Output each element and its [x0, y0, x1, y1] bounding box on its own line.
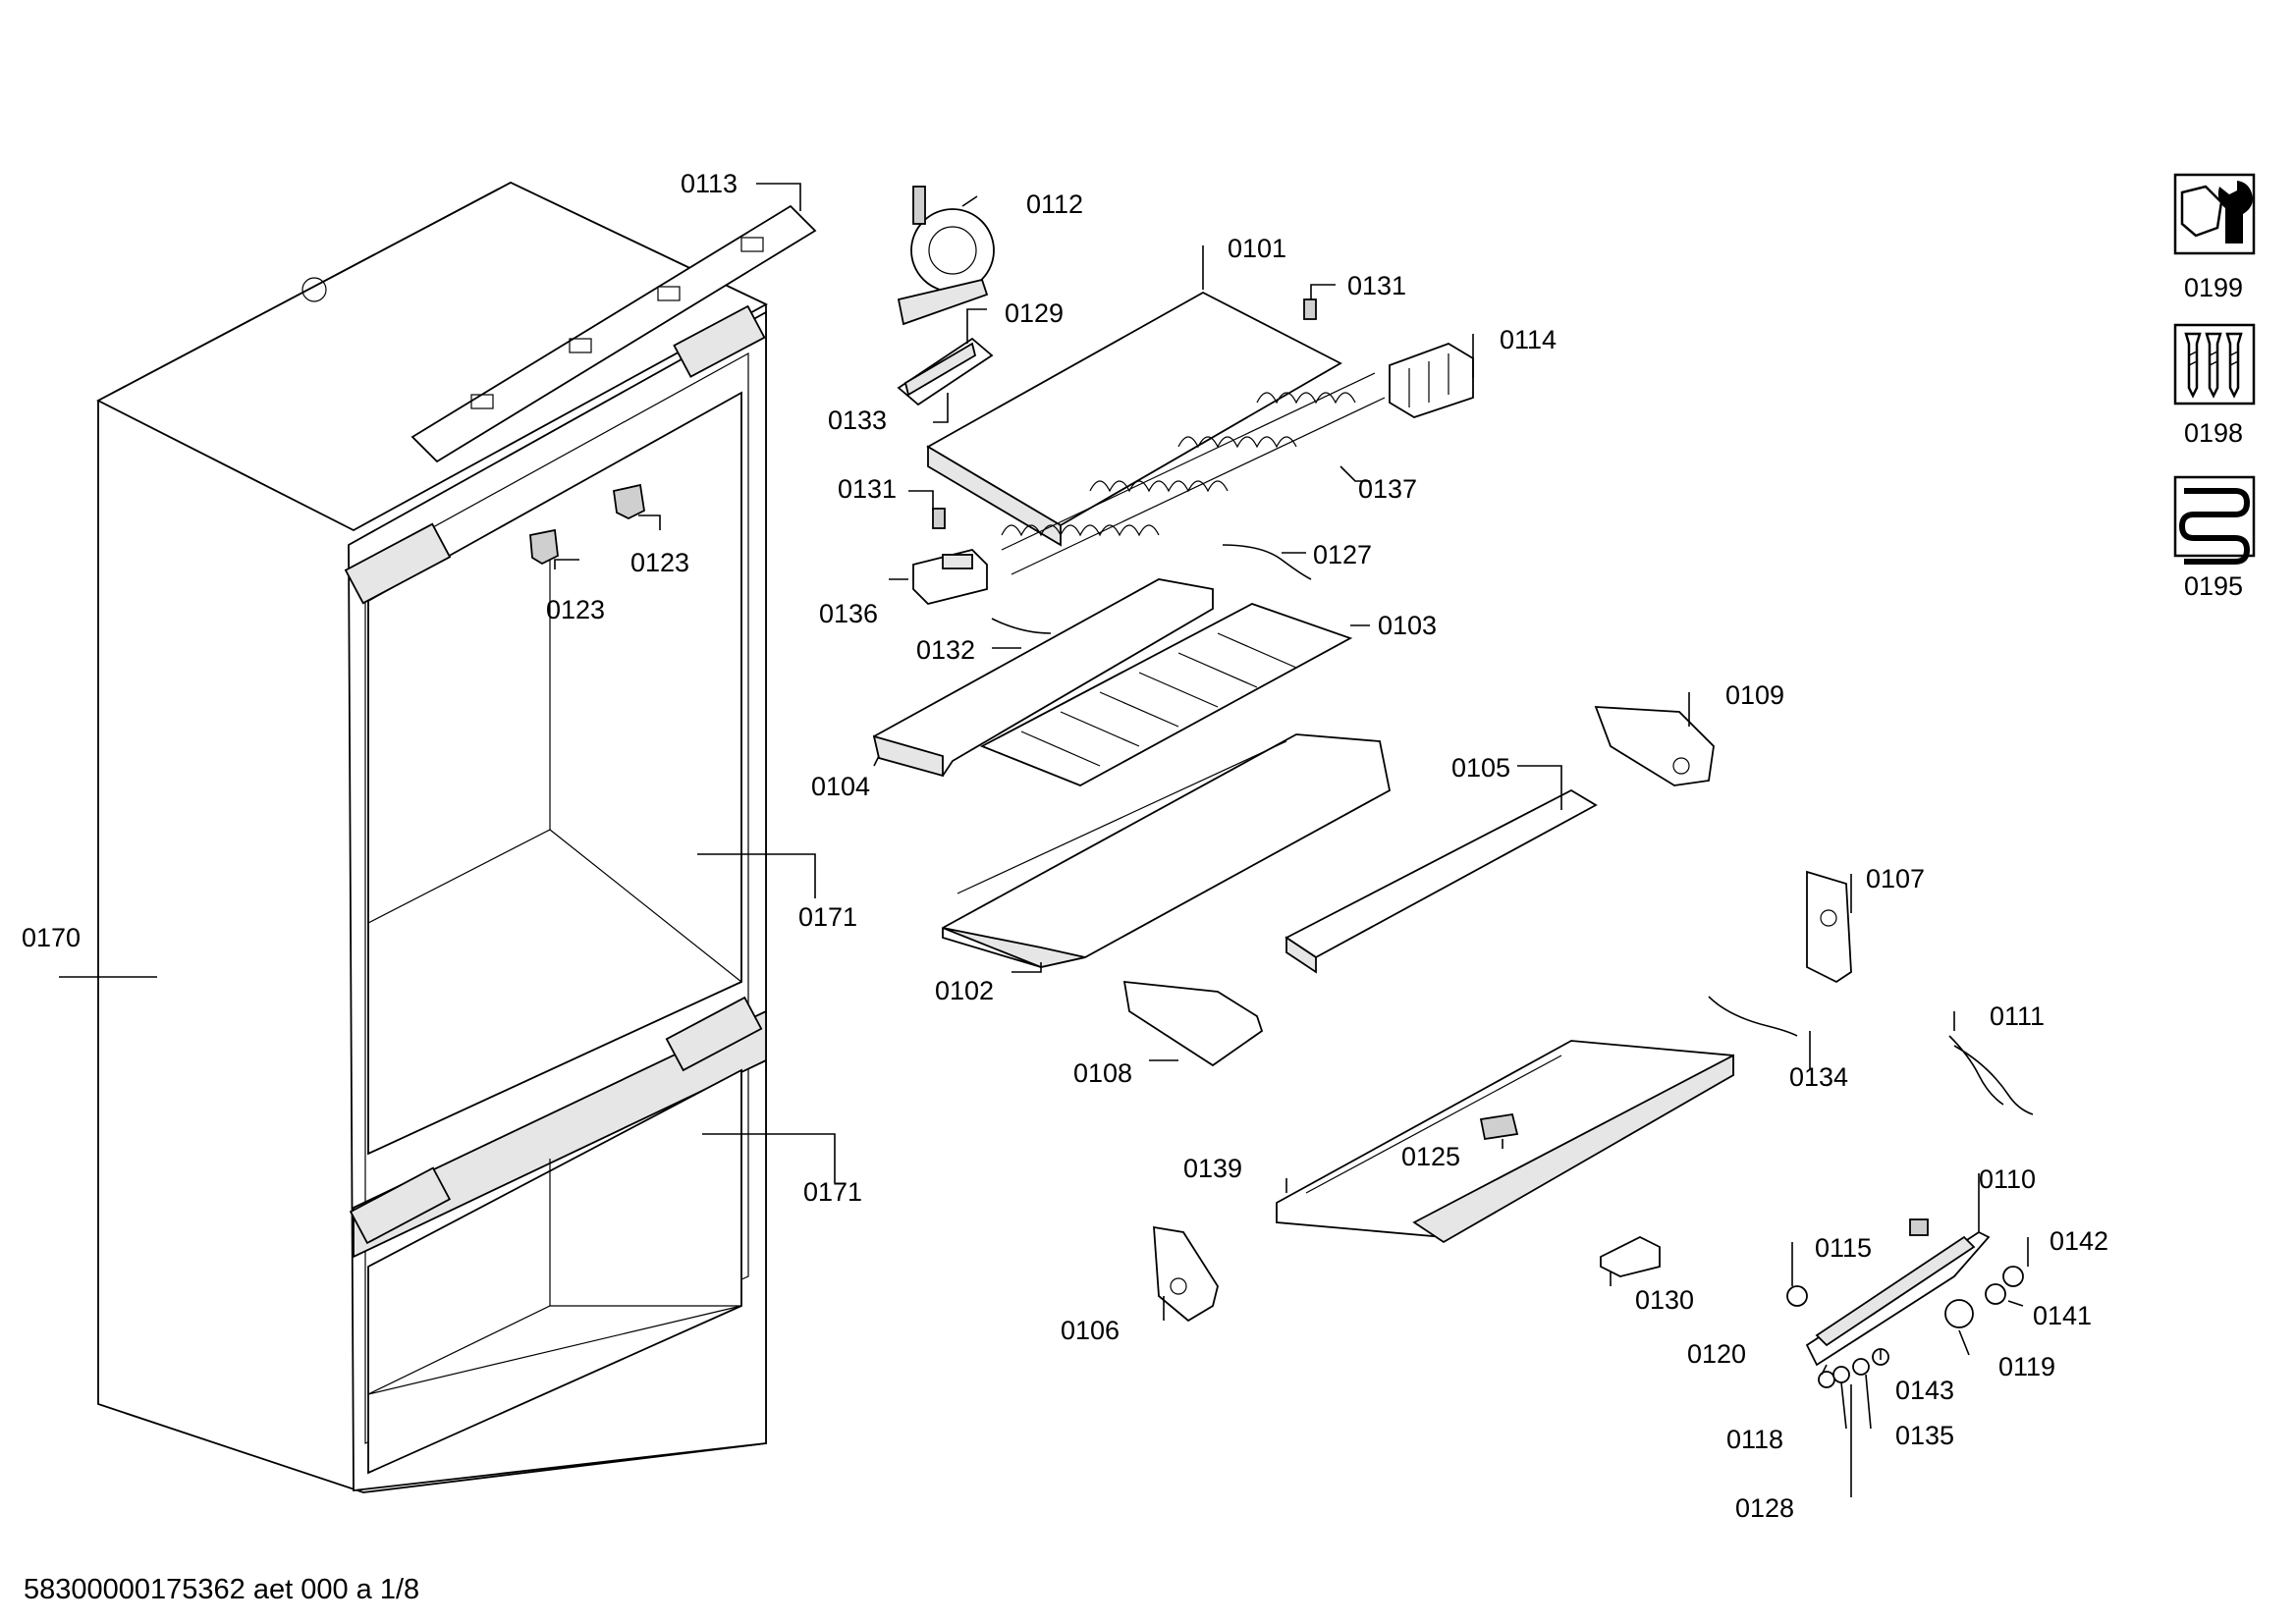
label-0136: 0136: [819, 599, 878, 628]
bracket-0123: [529, 483, 645, 566]
sensor-wires: [991, 544, 2034, 1115]
air-duct-0104: [872, 578, 1214, 778]
label-0114: 0114: [1500, 325, 1557, 354]
leader-lines: [59, 183, 2029, 1497]
label-0101: 0101: [1228, 234, 1286, 263]
label-0109: 0109: [1725, 680, 1784, 710]
label-0113: 0113: [681, 169, 738, 198]
clip-0131: [932, 298, 1317, 529]
rail-0105: [1285, 788, 1598, 974]
label-0103: 0103: [1378, 611, 1437, 640]
legend-code-0199: 0199: [2184, 273, 2243, 302]
evaporator-0101: [926, 291, 1386, 575]
drip-tray-0103: [979, 603, 1353, 786]
control-panel-0110: [1805, 1230, 1991, 1367]
fan-motor-0112: [897, 186, 995, 326]
label-0127: 0127: [1313, 540, 1372, 569]
cabinet-body: [96, 181, 817, 1493]
label-0123: 0123: [630, 548, 689, 577]
document-id-footer: 58300000175362 aet 000 a 1/8: [24, 1574, 420, 1605]
wrench-nut-icon: [2173, 173, 2256, 255]
bracket-0107: [1806, 870, 1852, 984]
label-0143: 0143: [1895, 1376, 1954, 1405]
bracket-0129: [897, 337, 994, 406]
legend: 0199 0198 0195: [2173, 173, 2256, 601]
label-0135: 0135: [1895, 1421, 1954, 1450]
block-0130: [1600, 1235, 1661, 1277]
label-0125: 0125: [1401, 1142, 1460, 1171]
knobs: [1786, 1218, 2024, 1388]
bracket-0106: [1153, 1225, 1219, 1323]
legend-code-0198: 0198: [2184, 418, 2243, 448]
callout-labels: 0113 0112 0101 0131 0114 0129 0133 0131 …: [22, 169, 2108, 1523]
label-0131: 0131: [838, 474, 897, 504]
base-tray-0102: [942, 733, 1392, 968]
bracket-0108: [1122, 980, 1264, 1067]
heating-coil-icon: [2173, 475, 2256, 565]
label-0112: 0112: [1026, 189, 1083, 219]
label-0118: 0118: [1726, 1425, 1783, 1454]
label-0142: 0142: [2050, 1226, 2108, 1256]
bracket-0109: [1594, 706, 1715, 786]
label-0107: 0107: [1866, 864, 1925, 893]
label-0137: 0137: [1358, 474, 1417, 504]
label-0115: 0115: [1815, 1233, 1872, 1263]
legend-code-0195: 0195: [2184, 571, 2243, 601]
label-0170: 0170: [22, 923, 81, 952]
label-0110: 0110: [1979, 1164, 2036, 1194]
connector-0136: [912, 549, 988, 605]
label-0128: 0128: [1735, 1493, 1794, 1523]
label-0111: 0111: [1990, 1001, 2045, 1031]
label-0104: 0104: [811, 772, 870, 801]
label-0133: 0133: [828, 406, 887, 435]
switch-0125: [1479, 1112, 1519, 1141]
label-0106: 0106: [1061, 1316, 1120, 1345]
label-0132: 0132: [916, 635, 975, 665]
label-0131: 0131: [1347, 271, 1406, 300]
screws-icon: [2173, 323, 2256, 406]
label-0134: 0134: [1789, 1062, 1848, 1092]
label-0130: 0130: [1635, 1285, 1694, 1315]
label-0171: 0171: [798, 902, 857, 932]
label-0120: 0120: [1687, 1339, 1746, 1369]
label-0141: 0141: [2033, 1301, 2092, 1330]
label-0129: 0129: [1005, 298, 1064, 328]
bottom-plate-0139: [1276, 1040, 1734, 1244]
label-0105: 0105: [1451, 753, 1510, 783]
label-0102: 0102: [935, 976, 994, 1005]
label-0171: 0171: [803, 1177, 862, 1207]
holder-0114: [1389, 343, 1474, 418]
label-0139: 0139: [1183, 1154, 1242, 1183]
label-0123: 0123: [546, 595, 605, 624]
label-0119: 0119: [1998, 1352, 2055, 1381]
label-0108: 0108: [1073, 1058, 1132, 1088]
